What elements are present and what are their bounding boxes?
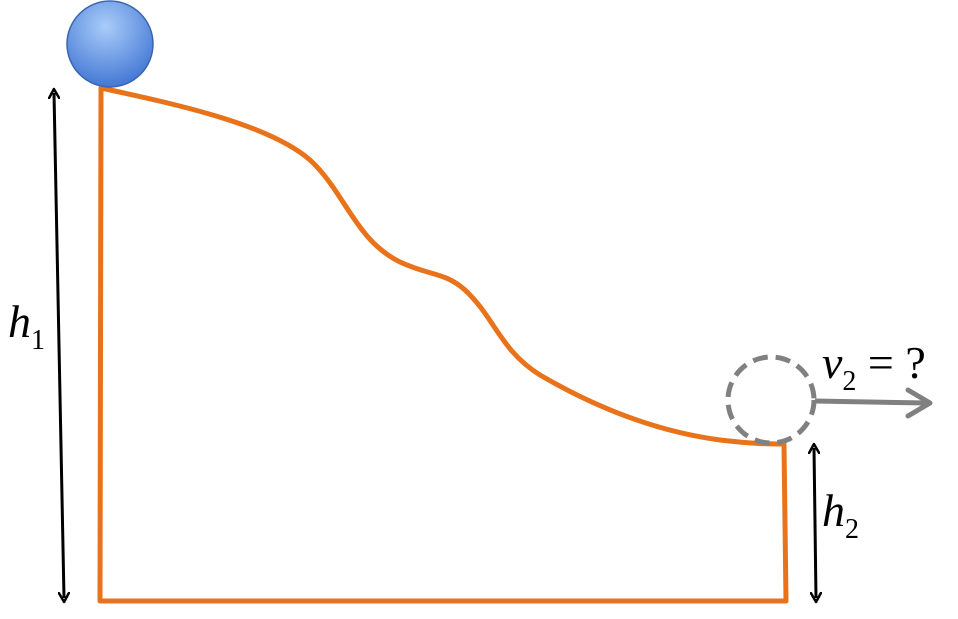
h2-dimension-arrow xyxy=(814,448,816,598)
track-outline xyxy=(97,85,789,604)
h1-dimension-arrow xyxy=(54,93,64,598)
ball-start xyxy=(66,0,154,88)
h2-label: h2 xyxy=(822,485,859,545)
h1-label: h1 xyxy=(8,296,45,356)
ball-end-ghost xyxy=(725,354,817,446)
v2-label: v2 = ? xyxy=(822,337,926,397)
velocity-arrow xyxy=(814,387,933,419)
